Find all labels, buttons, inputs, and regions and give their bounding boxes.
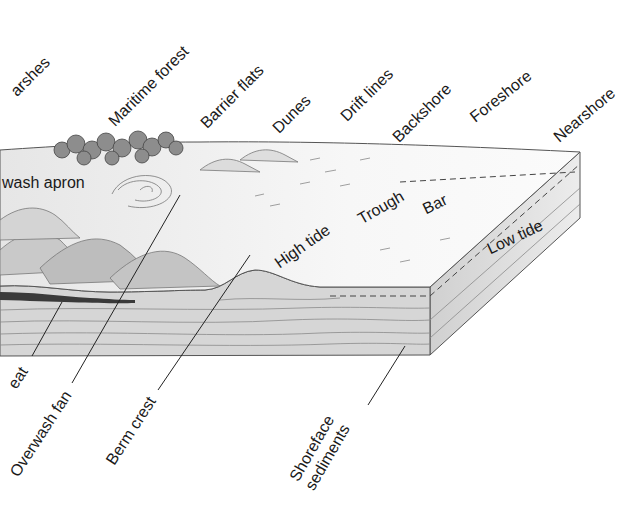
part-label: Maritime forest bbox=[105, 42, 193, 130]
part-label: Dunes bbox=[269, 91, 315, 137]
part-label: Shoreface sediments bbox=[286, 399, 362, 494]
part-label: Berm crest bbox=[103, 393, 161, 468]
part-label: wash apron bbox=[2, 174, 85, 192]
part-label: Backshore bbox=[389, 80, 455, 146]
part-label: Overwash fan bbox=[7, 387, 76, 480]
part-label: Foreshore bbox=[467, 67, 536, 126]
part-label: Drift lines bbox=[337, 65, 397, 125]
part-label: Nearshore bbox=[550, 84, 619, 146]
part-label: Barrier flats bbox=[197, 61, 268, 132]
part-label: eat bbox=[5, 363, 33, 392]
part-label: arshes bbox=[7, 53, 54, 100]
